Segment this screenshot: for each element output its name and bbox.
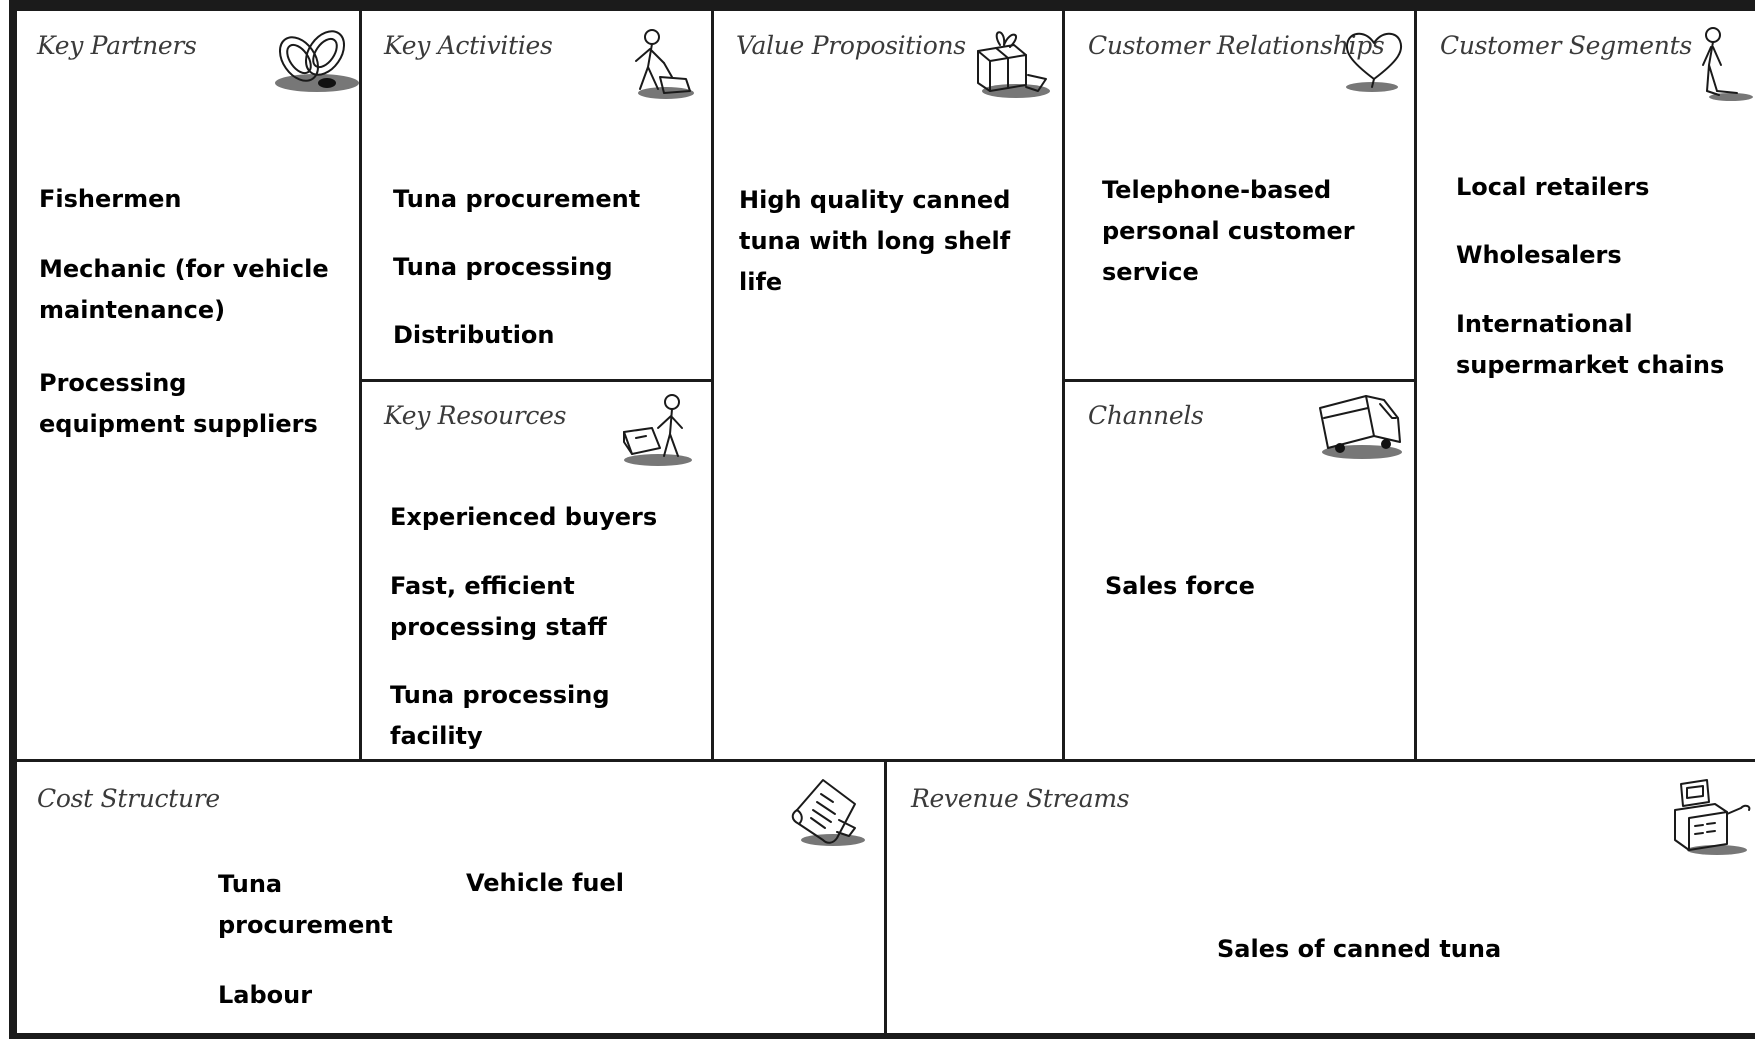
divider-cost-revenue [884, 760, 887, 1036]
channels-title: Channels [1088, 401, 1204, 430]
list-item: Telephone-based personal customer servic… [1102, 176, 1355, 286]
delivery-truck-icon [1314, 388, 1406, 464]
cost-structure-block: Cost Structure Tuna procurement Vehicle … [17, 762, 884, 1033]
customer-segments-block: Customer Segments Local retailers Wholes… [1417, 11, 1755, 759]
list-item: Fast, efficient processing staff [390, 572, 607, 641]
list-item: Wholesalers [1456, 241, 1622, 269]
list-item: Labour [218, 981, 313, 1009]
heart-icon [1340, 25, 1410, 95]
list-item: Tuna procurement [218, 870, 393, 939]
cash-register-icon [1667, 774, 1755, 858]
list-item: Local retailers [1456, 173, 1650, 201]
list-item: Sales force [1105, 572, 1255, 600]
frame-top-border [9, 0, 1755, 11]
key-resources-title: Key Resources [384, 401, 567, 430]
list-item: Experienced buyers [390, 503, 658, 531]
list-item: Processing equipment suppliers [39, 369, 318, 438]
list-item: Distribution [393, 321, 555, 349]
value-propositions-block: Value Propositions High quality canned t… [714, 11, 1062, 759]
key-activities-block: Key Activities Tuna procurement Tuna pro… [362, 11, 711, 379]
channels-block: Channels Sales force [1065, 382, 1414, 759]
key-partners-block: Key Partners Fishermen Mechanic (for veh… [17, 11, 359, 759]
revenue-streams-title: Revenue Streams [911, 784, 1130, 813]
person-icon [1697, 25, 1753, 101]
list-item: Vehicle fuel [466, 869, 624, 897]
divider-relationships-channels [1063, 379, 1416, 382]
revenue-streams-block: Revenue Streams Sales of canned tuna [887, 762, 1755, 1033]
frame-bottom-border [9, 1033, 1755, 1039]
receipt-icon [783, 774, 873, 850]
list-item: Tuna procurement [393, 185, 641, 213]
divider-key-activities-resources [360, 379, 713, 382]
customer-relationships-title: Customer Relationships [1088, 31, 1385, 60]
worker-icon [624, 27, 699, 103]
frame-left-border [9, 0, 17, 1039]
list-item: Sales of canned tuna [1217, 935, 1502, 963]
key-activities-title: Key Activities [384, 31, 553, 60]
list-item: High quality canned tuna with long shelf… [739, 186, 1011, 296]
list-item: Fishermen [39, 185, 182, 213]
list-item: Tuna processing [393, 253, 613, 281]
forklift-worker-icon [618, 392, 698, 468]
list-item: Tuna processing facility [390, 681, 610, 750]
value-propositions-title: Value Propositions [736, 31, 966, 60]
chain-links-icon [267, 25, 362, 99]
gift-box-icon [970, 25, 1052, 101]
customer-relationships-block: Customer Relationships Telephone-based p… [1065, 11, 1414, 379]
list-item: Mechanic (for vehicle maintenance) [39, 255, 329, 324]
key-resources-block: Key Resources Experienced buyers Fast, e… [362, 382, 711, 759]
list-item: International supermarket chains [1456, 310, 1725, 379]
key-partners-title: Key Partners [37, 31, 197, 60]
customer-segments-title: Customer Segments [1440, 31, 1692, 60]
divider-top-bottom [12, 759, 1755, 762]
cost-structure-title: Cost Structure [37, 784, 220, 813]
